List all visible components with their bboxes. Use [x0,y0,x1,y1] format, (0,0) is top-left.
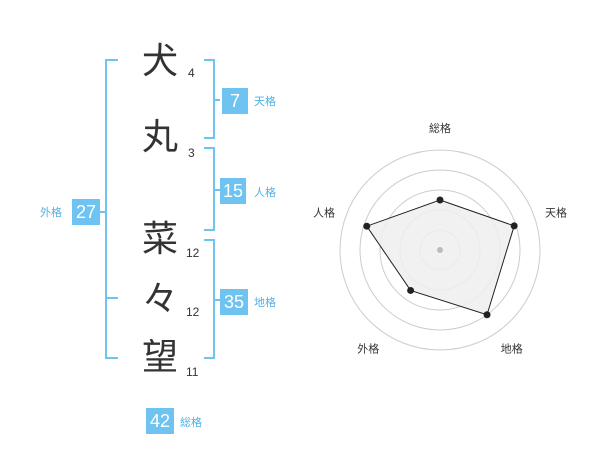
ten-kaku-value: 7 [222,88,248,114]
stroke-count-1: 4 [188,66,195,80]
stroke-count-2: 3 [188,146,195,160]
name-char-2: 丸 [141,117,178,158]
radar-axis-label-1: 総格 [429,121,451,135]
radar-ring-1 [339,149,541,351]
radar-point-5 [363,222,371,230]
radar-point-4 [407,286,415,294]
gai-kaku-label: 外格 [40,206,62,219]
radar-center [437,247,443,253]
stroke-count-4: 12 [186,305,200,319]
radar-axis-label-3: 地格 [501,342,523,356]
stroke-count-5: 11 [186,365,199,379]
name-char-1: 犬 [141,41,178,82]
radar-point-2 [510,222,518,230]
ten-kaku-label: 天格 [254,95,276,108]
radar-axis-label-2: 天格 [545,205,567,219]
radar-area [365,199,515,316]
stroke-count-3: 12 [186,246,200,260]
name-char-4: 々 [141,279,178,320]
radar-point-3 [483,311,491,319]
radar-axis-label-5: 人格 [313,205,335,219]
chi-kaku-value: 35 [220,289,248,315]
jin-kaku-label: 人格 [254,186,276,199]
radar-ring-2 [359,169,521,331]
name-char-3: 菜 [141,219,178,260]
radar-axis-label-4: 外格 [357,342,379,356]
gai-kaku-value: 27 [72,199,100,225]
name-char-5: 望 [141,337,178,378]
radar-point-1 [436,196,444,204]
jin-kaku-value: 15 [220,178,246,204]
sou-kaku-value: 42 [146,408,174,434]
sou-kaku-label: 総格 [180,416,202,429]
chi-kaku-label: 地格 [254,296,276,309]
